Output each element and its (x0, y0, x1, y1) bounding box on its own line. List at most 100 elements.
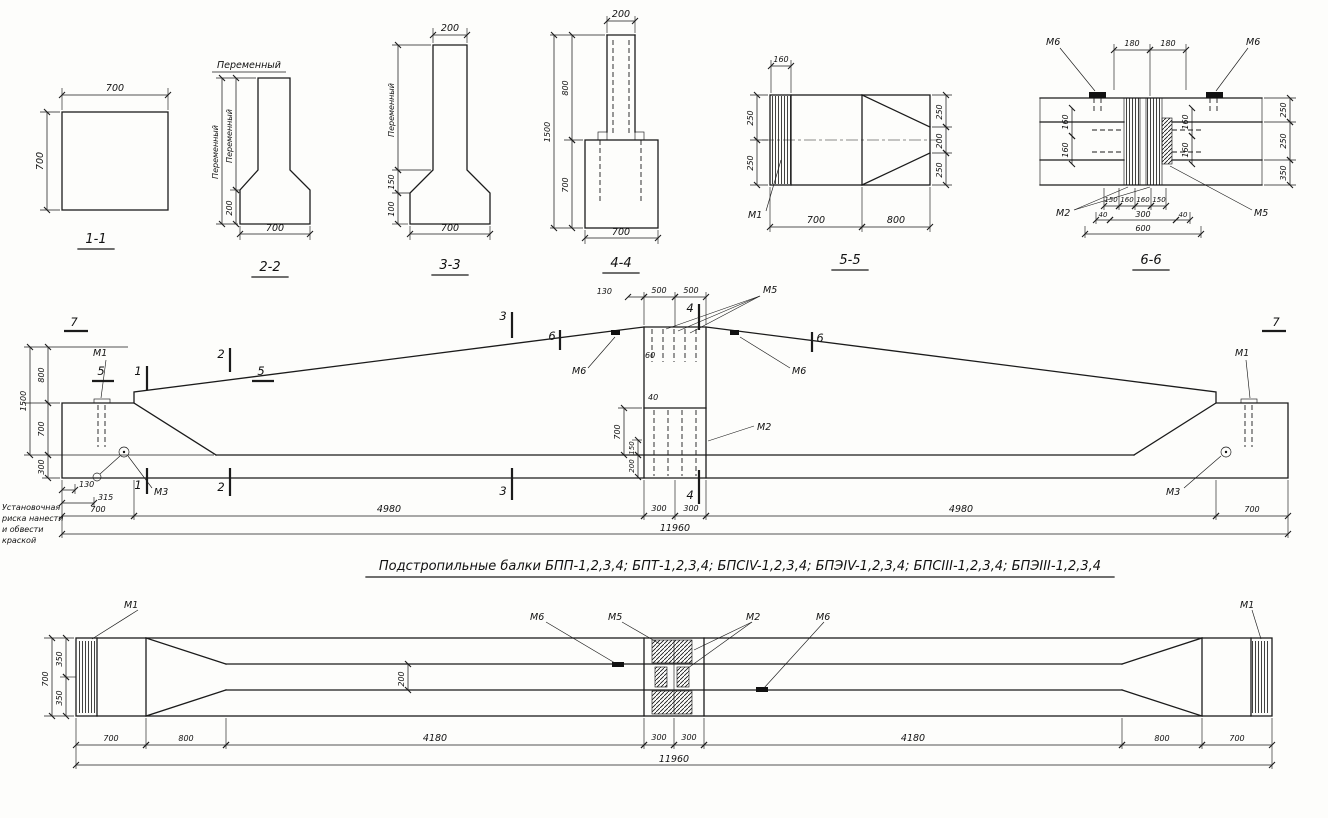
section-label-5-5: 5-5 (839, 253, 860, 268)
cut-mark-5-b: 5 (257, 364, 264, 378)
dim-variable: Переменный (387, 83, 396, 137)
install-mark-symbol (92, 472, 102, 482)
dim-700-width: 700 (41, 671, 50, 686)
dim-800-right: 800 (1154, 734, 1169, 743)
dim-total-11960: 11960 (660, 523, 690, 534)
dim-700-width: 700 (266, 223, 284, 234)
dim-700-side: 700 (37, 421, 46, 436)
dim-800: 800 (561, 80, 570, 95)
callout-m3-left: М3 (154, 487, 168, 498)
dim-700-right: 700 (1229, 734, 1244, 743)
dim-350: 350 (1279, 165, 1288, 180)
dim-700-left-end: 700 (90, 505, 105, 514)
dim-500-b: 500 (683, 286, 698, 295)
section-label-4-4: 4-4 (610, 256, 631, 271)
dim-1500: 1500 (19, 391, 28, 411)
dim-250-left-b: 250 (746, 155, 755, 170)
dim-500-a: 500 (651, 286, 666, 295)
dim-200-right: 200 (935, 133, 944, 148)
dim-300-a: 300 (651, 733, 666, 742)
section-label-6-6: 6-6 (1140, 253, 1161, 268)
callout-m5: М5 (608, 612, 622, 623)
section-1-1: 700 700 1-1 (35, 83, 172, 250)
callout-m2: М2 (746, 612, 760, 623)
section-5-5: 160 250 250 250 200 250 М1 700 800 5-5 (746, 55, 952, 271)
dim-160-left-b: 160 (1061, 142, 1070, 157)
cut-mark-5-a: 5 (97, 364, 104, 378)
callout-m6-right: М6 (792, 366, 806, 377)
install-note-line2: риска нанести (1, 514, 64, 523)
section-6-6: М6 М6 180 180 160 160 160 160 250 250 35… (1039, 37, 1296, 271)
m6-plate-right (1206, 92, 1223, 98)
cut-mark-2-bottom: 2 (217, 480, 224, 494)
dim-315: 315 (98, 493, 113, 502)
callout-m2: М2 (757, 422, 771, 433)
m3-mark-right (1220, 446, 1232, 458)
dim-200-top: 200 (441, 23, 459, 34)
title-text: Подстропильные балки БПП-1,2,3,4; БПТ-1,… (379, 559, 1101, 574)
dim-160-left-a: 160 (1061, 114, 1070, 129)
dim-700-width: 700 (612, 227, 630, 238)
dim-700-center: 700 (613, 424, 622, 439)
section-label-2-2: 2-2 (259, 260, 280, 275)
dim-160-a: 160 (1120, 196, 1134, 204)
cut-mark-7-left: 7 (70, 315, 78, 329)
callout-m1: М1 (748, 210, 762, 221)
dim-4980-left: 4980 (377, 504, 401, 515)
dim-160-right-b: 160 (1181, 142, 1190, 157)
callout-m5: М5 (763, 285, 777, 296)
dim-160-right-a: 160 (1181, 114, 1190, 129)
dim-200-web: 200 (397, 671, 406, 686)
dim-300-b: 300 (683, 504, 698, 513)
callout-m2: М2 (1056, 208, 1070, 219)
dim-800: 800 (37, 367, 46, 382)
dim-250-left-a: 250 (746, 110, 755, 125)
cut-mark-6-right: 6 (816, 331, 823, 345)
m6-plate-right (756, 687, 768, 692)
dim-300-a: 300 (651, 504, 666, 513)
dim-800-bottom: 800 (887, 215, 905, 226)
dim-300-b: 300 (681, 733, 696, 742)
dim-variable-inner: Переменный (225, 109, 234, 163)
dim-250-right-a: 250 (935, 104, 944, 119)
dim-200-center: 200 (628, 459, 636, 473)
cut-mark-1-top: 1 (134, 364, 141, 378)
dim-250-right-b: 250 (935, 162, 944, 177)
dim-4180-right: 4180 (901, 733, 925, 744)
dim-700-bottom: 700 (807, 215, 825, 226)
dim-200-base: 200 (225, 200, 234, 215)
callout-m6-right: М6 (1246, 37, 1260, 48)
callout-m3-right: М3 (1166, 487, 1180, 498)
dim-700-right-end: 700 (1244, 505, 1259, 514)
dim-1500: 1500 (543, 122, 552, 142)
m6-plate-left (1089, 92, 1106, 98)
dim-250-a: 250 (1279, 102, 1288, 117)
callout-m6-left: М6 (530, 612, 544, 623)
m6-plate-left (612, 662, 624, 667)
dim-100: 100 (387, 201, 396, 216)
install-note-line3: и обвести (2, 525, 43, 534)
dim-200-top: 200 (612, 9, 630, 20)
cut-mark-2-top: 2 (217, 347, 224, 361)
dim-40: 40 (648, 393, 658, 402)
callout-m6-right: М6 (816, 612, 830, 623)
section-3-3: 200 Переменный 150 100 700 3-3 (387, 23, 494, 276)
dim-350-a: 350 (55, 651, 64, 666)
dim-250-b: 250 (1279, 133, 1288, 148)
callout-m1-right: М1 (1240, 600, 1254, 611)
dim-40-a: 40 (1099, 211, 1108, 219)
dim-60: 60 (645, 351, 655, 360)
dim-700-top: 700 (106, 83, 124, 94)
callout-m6-left: М6 (572, 366, 586, 377)
cut-mark-4-top: 4 (686, 301, 693, 315)
dim-150: 150 (387, 174, 396, 189)
dim-130-bottom: 130 (79, 480, 94, 489)
dim-300-side: 300 (37, 459, 46, 474)
dim-800-left: 800 (178, 734, 193, 743)
dim-700-width: 700 (441, 223, 459, 234)
dim-130-top: 130 (597, 287, 612, 296)
cut-mark-7-right: 7 (1272, 315, 1280, 329)
dim-4180-left: 4180 (423, 733, 447, 744)
dim-300: 300 (1135, 210, 1150, 219)
